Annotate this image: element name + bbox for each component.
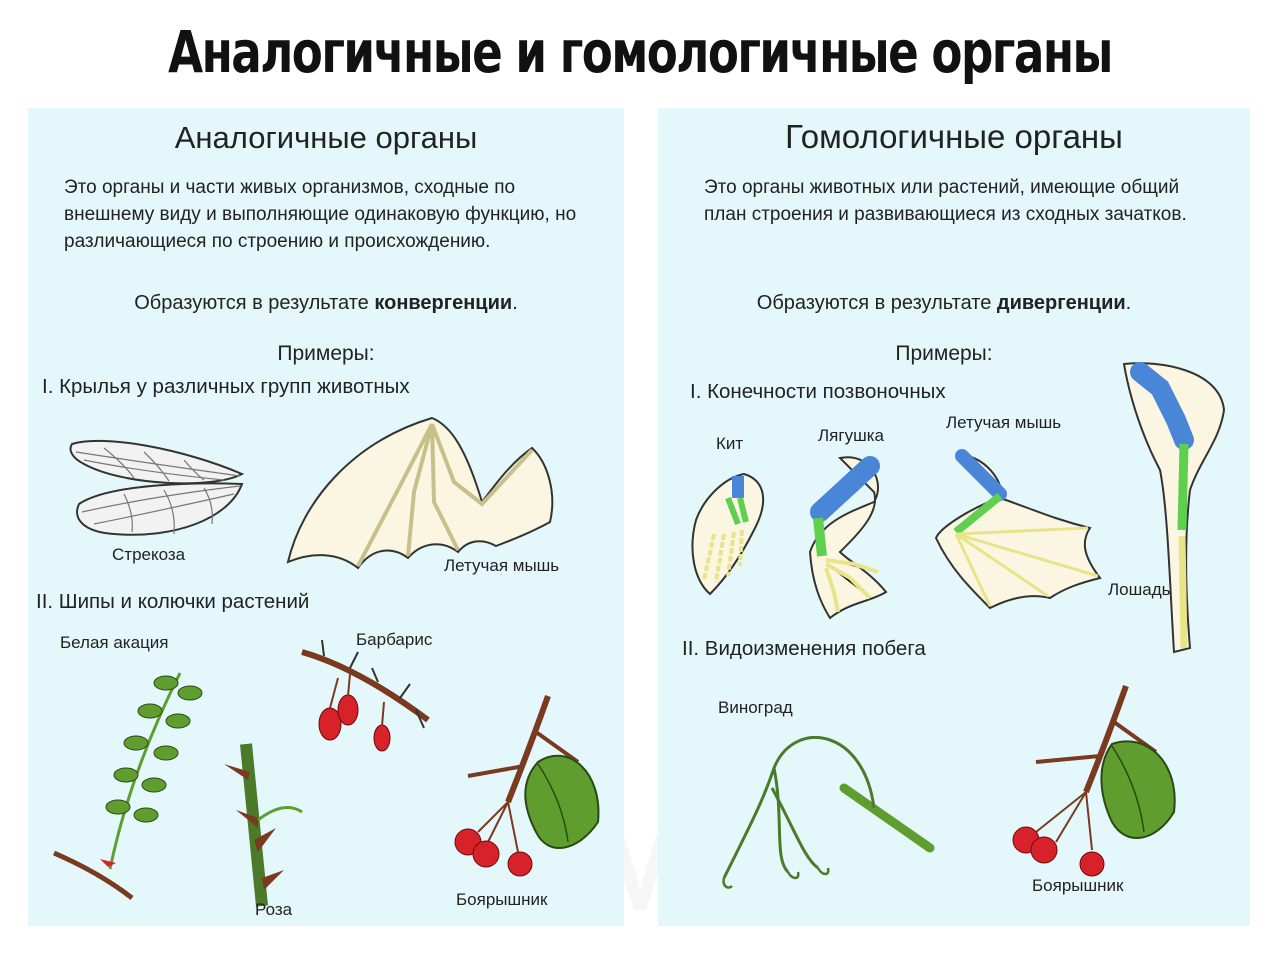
result-suffix: . [512,292,518,314]
result-term: конвергенции [374,292,513,314]
label-barberry: Барбарис [356,630,433,649]
analogous-examples-heading: Примеры: [277,342,375,365]
homologous-examples-heading: Примеры: [895,342,993,365]
label-horse: Лошадь [1108,580,1171,599]
homologous-section-shoots: II. Видоизменения побега [682,637,926,660]
analogous-section-wings: I. Крылья у различных групп животных [42,375,410,398]
label-frog: Лягушка [818,426,884,445]
result-prefix: Образуются в результате [134,292,375,314]
frog-limb-illustration [808,456,888,620]
label-rose: Роза [255,900,293,919]
barberry-illustration [301,639,430,752]
hawthorn-illustration-analogous [454,694,600,877]
horse-limb-illustration [1122,362,1226,654]
homologous-result: Образуются в результате дивергенции. [648,292,1240,315]
analogous-title: Аналогичные органы [174,120,478,155]
whale-flipper-illustration [691,472,764,596]
label-bat-analogous: Летучая мышь [444,556,560,575]
analogous-result: Образуются в результате конвергенции. [28,292,624,315]
grape-tendril-illustration [722,735,935,889]
homologous-title: Гомологичные органы [785,118,1123,155]
label-acacia: Белая акация [60,633,169,652]
analogous-section-thorns: II. Шипы и колючки растений [36,590,310,613]
homologous-section-limbs: I. Конечности позвоночных [690,380,946,403]
bat-wing-skeleton-illustration [934,449,1102,610]
label-dragonfly: Стрекоза [112,545,186,564]
homologous-panel: Гомологичные органы Это органы животных … [658,108,1250,926]
label-whale: Кит [716,434,744,453]
result-prefix: Образуются в результате [756,292,997,314]
homologous-definition: Это органы животных или растений, имеющи… [704,177,1187,225]
label-hawthorn-analogous: Боярышник [456,890,548,909]
page-title: Аналогичные и гомологичные органы [168,18,1113,86]
analogous-panel: Аналогичные органы Это органы и части жи… [28,108,624,926]
acacia-illustration [53,672,203,900]
analogous-definition: Это органы и части живых организмов, схо… [64,177,577,252]
result-term: дивергенции [996,292,1126,314]
dragonfly-wings-illustration [69,439,245,536]
result-suffix: . [1125,292,1132,314]
label-bat-homologous: Летучая мышь [946,413,1062,432]
label-hawthorn-homologous: Боярышник [1032,876,1124,895]
rose-stem-illustration [224,743,303,907]
hawthorn-illustration-homologous [1012,684,1176,877]
label-grape: Виноград [718,698,793,717]
bat-wing-illustration [286,416,554,570]
